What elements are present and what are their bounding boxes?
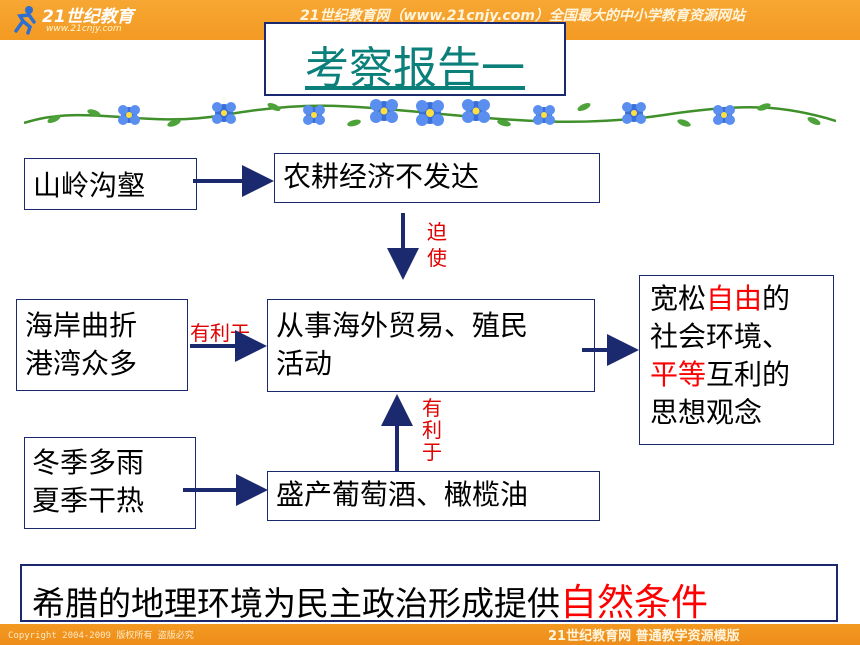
node-overseas-trade-line1: 从事海外贸易、殖民 bbox=[276, 309, 529, 342]
node-society-line3: 平等互利的 bbox=[650, 358, 791, 391]
equality-highlight: 平等 bbox=[650, 358, 707, 391]
page-title: 考察报告一 bbox=[305, 43, 525, 94]
node-produce: 盛产葡萄酒、橄榄油 bbox=[267, 471, 600, 521]
node-overseas-trade: 从事海外贸易、殖民 活动 bbox=[267, 299, 595, 392]
node-mountains-text: 山岭沟壑 bbox=[33, 169, 146, 202]
node-coastline: 海岸曲折 港湾众多 bbox=[16, 299, 188, 391]
node-climate-line2: 夏季干热 bbox=[32, 484, 145, 517]
node-society-line4: 思想观念 bbox=[650, 396, 763, 429]
node-society-line1: 宽松自由的 bbox=[650, 282, 791, 315]
copyright-text: Copyright 2004-2009 版权所有 盗版必究 bbox=[8, 631, 194, 641]
runner-logo-icon bbox=[14, 6, 36, 35]
logo-text: 21世纪教育 bbox=[42, 7, 134, 27]
node-produce-text: 盛产葡萄酒、橄榄油 bbox=[276, 478, 529, 511]
node-agriculture-text: 农耕经济不发达 bbox=[283, 160, 480, 193]
conclusion-prefix: 希腊的地理环境为民主政治形成提供 bbox=[32, 584, 560, 623]
footer-bar: Copyright 2004-2009 版权所有 盗版必究 21世纪教育网 普通… bbox=[0, 624, 860, 645]
node-coastline-line2: 港湾众多 bbox=[25, 347, 138, 380]
conclusion-text: 希腊的地理环境为民主政治形成提供自然条件 bbox=[32, 572, 708, 626]
label-forced: 迫使 bbox=[427, 220, 447, 270]
site-logo[interactable]: 21世纪教育 www.21cnjy.com bbox=[6, 2, 156, 38]
node-climate: 冬季多雨 夏季干热 bbox=[24, 437, 196, 529]
conclusion-box: 希腊的地理环境为民主政治形成提供自然条件 bbox=[20, 564, 838, 624]
label-beneficial-vertical: 有利于 bbox=[422, 396, 442, 464]
node-overseas-trade-line2: 活动 bbox=[276, 347, 333, 380]
conclusion-highlight: 自然条件 bbox=[560, 581, 708, 624]
footer-brand[interactable]: 21世纪教育网 普通教学资源模版 bbox=[548, 629, 740, 644]
node-society-line2: 社会环境、 bbox=[650, 320, 791, 353]
node-coastline-line1: 海岸曲折 bbox=[25, 309, 138, 342]
node-mountains: 山岭沟壑 bbox=[24, 158, 197, 210]
header-banner: 21世纪教育网（www.21cnjy.com）全国最大的中小学教育资源网站 bbox=[300, 8, 745, 24]
node-agriculture: 农耕经济不发达 bbox=[274, 153, 600, 203]
flower-garland-icon bbox=[24, 99, 836, 127]
node-climate-line1: 冬季多雨 bbox=[32, 446, 145, 479]
logo-url: www.21cnjy.com bbox=[46, 24, 122, 34]
title-box: 考察报告一 bbox=[264, 22, 566, 96]
node-society: 宽松自由的 社会环境、 平等互利的 思想观念 bbox=[639, 275, 834, 445]
freedom-highlight: 自由 bbox=[706, 282, 763, 315]
